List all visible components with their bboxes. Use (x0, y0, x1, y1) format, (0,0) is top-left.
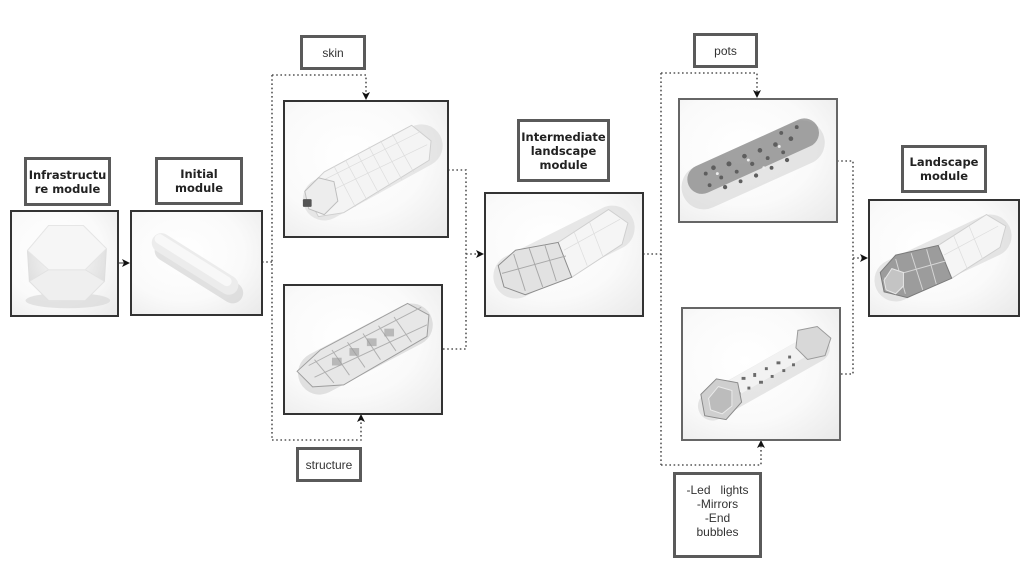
label-line: landscape (530, 143, 597, 158)
connector-led (661, 444, 762, 466)
skin-image (283, 100, 449, 238)
arrow-head-icon (757, 440, 765, 448)
label-line: module (174, 181, 224, 195)
label-text: pots (714, 43, 737, 58)
structure-image (283, 284, 443, 415)
label-line: Initial (180, 167, 218, 181)
connector-pots (661, 72, 758, 94)
label-text: skin (322, 45, 344, 60)
connector-structure (272, 418, 362, 441)
lights-image (681, 307, 841, 441)
connector-skin (272, 74, 367, 96)
label-line: Landscape (909, 155, 979, 169)
structure-label: structure (296, 447, 362, 482)
landscape-module-image (868, 199, 1020, 317)
initial-module-image (130, 210, 263, 316)
label-line: Infrastructu (28, 167, 107, 182)
label-line: module (919, 169, 969, 183)
arrow-head-icon (476, 250, 484, 258)
label-line: bubbles (696, 525, 739, 539)
arrow-head-icon (357, 414, 365, 422)
skin-label: skin (300, 35, 366, 70)
landscape-module-label: Landscape module (901, 145, 987, 193)
label-line: module (539, 157, 588, 172)
intermediate-module-label: Intermediate landscape module (517, 119, 610, 182)
pots-label: pots (693, 33, 758, 68)
label-line: -Led lights (686, 483, 749, 497)
infrastructure-module-label: Infrastructu re module (24, 157, 111, 206)
label-text: structure (305, 457, 353, 472)
label-line: -End (704, 511, 731, 525)
arrow-head-icon (122, 259, 130, 267)
label-line: Intermediate (521, 129, 606, 144)
initial-module-label: Initial module (155, 157, 243, 205)
arrow-head-icon (860, 254, 868, 262)
arrow-head-icon (753, 90, 761, 98)
arrow-head-icon (362, 92, 370, 100)
intermediate-module-image (484, 192, 644, 317)
label-line: -Mirrors (696, 497, 739, 511)
label-line: re module (34, 181, 101, 196)
led-mirrors-bubbles-label: -Led lights -Mirrors -End bubbles (673, 472, 762, 558)
infrastructure-module-image (10, 210, 119, 317)
pots-image (678, 98, 838, 223)
